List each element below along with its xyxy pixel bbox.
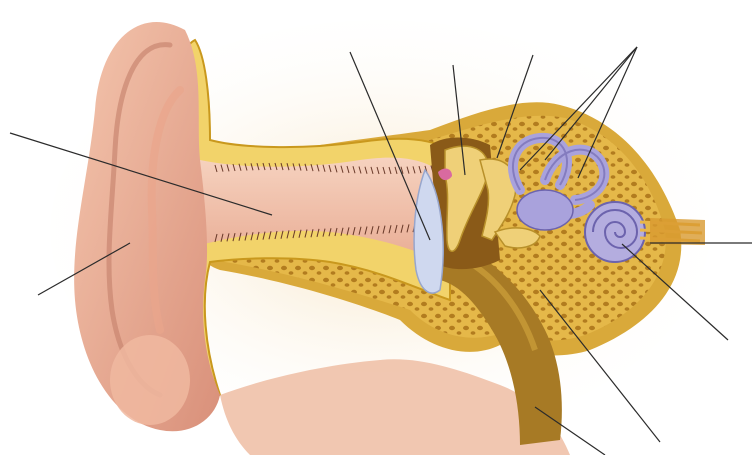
earlobe: [110, 335, 190, 425]
cochlea: [585, 202, 645, 262]
vestibule: [517, 190, 573, 230]
nerve-bundle: [650, 218, 705, 245]
